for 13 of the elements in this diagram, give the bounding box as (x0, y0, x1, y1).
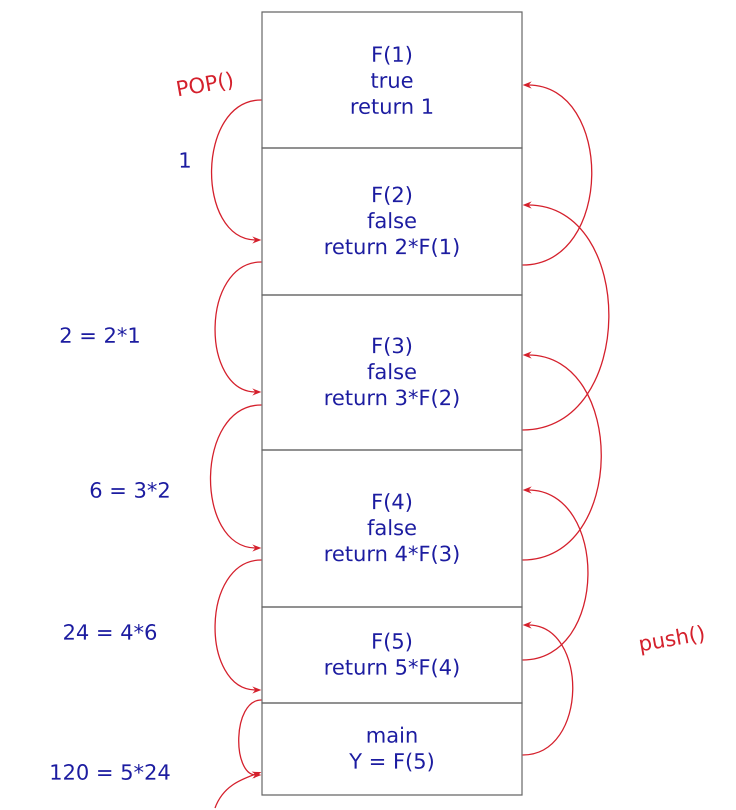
annotation: 2 = 2*1 (60, 327, 139, 343)
annotation: 120 = 5*24 (52, 764, 170, 780)
annotation: 1 (180, 152, 190, 168)
annotation: 6 = 3*2 (90, 482, 169, 498)
stack-frame: F(1) true return 1 (261, 11, 523, 149)
annotation: POP() (176, 72, 232, 96)
annotation: 24 = 4*6 (64, 624, 156, 640)
stack-frame: main Y = F(5) (261, 702, 523, 796)
stack-frame: F(5) return 5*F(4) (261, 606, 523, 704)
stack-frame: F(2) false return 2*F(1) (261, 147, 523, 296)
stack-frame: F(3) false return 3*F(2) (261, 294, 523, 451)
annotation: push() (640, 625, 704, 656)
stack-frame: F(4) false return 4*F(3) (261, 449, 523, 608)
